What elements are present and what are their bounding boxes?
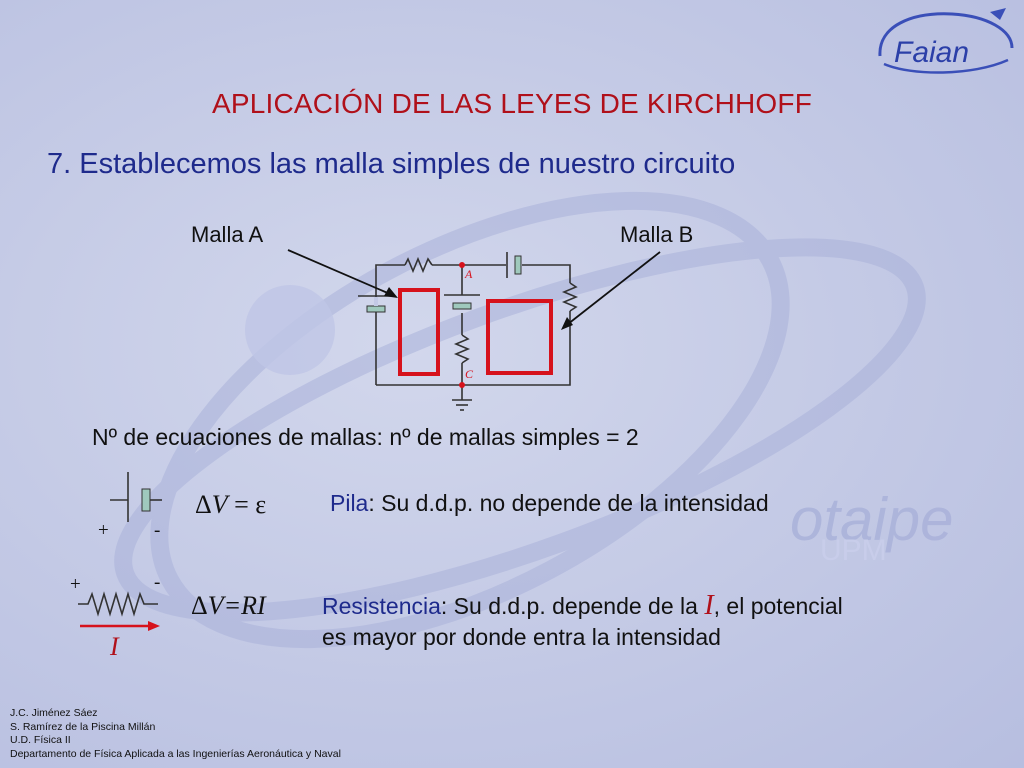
pila-description: Pila: Su d.d.p. no depende de la intensi… xyxy=(330,490,769,516)
pila-keyword: Pila xyxy=(330,490,369,516)
malla-a-label: Malla A xyxy=(191,222,264,247)
author-credits: J.C. Jiménez Sáez S. Ramírez de la Pisci… xyxy=(10,707,341,761)
slide-title: APLICACIÓN DE LAS LEYES DE KIRCHHOFF xyxy=(211,88,812,119)
resistencia-keyword: Resistencia xyxy=(322,593,441,619)
battery-symbol xyxy=(110,472,162,522)
node-c-dot xyxy=(459,382,465,388)
pila-minus-sign: - xyxy=(154,520,161,541)
resistencia-description-line2: es mayor por donde entra la intensidad xyxy=(322,624,721,650)
node-c-label: C xyxy=(465,367,474,381)
pila-plus-sign: + xyxy=(98,520,109,541)
current-label: I xyxy=(110,632,119,661)
faian-logo: Faian xyxy=(878,8,1014,74)
resistencia-description-line1: Resistencia: Su d.d.p. depende de la I, … xyxy=(322,590,843,621)
circuit-diagram: A C xyxy=(358,252,579,411)
mesh-b xyxy=(486,299,553,375)
pila-formula: ΔV = ε xyxy=(195,490,267,519)
credit-line: U.D. Física II xyxy=(10,734,71,746)
malla-b-label: Malla B xyxy=(620,222,694,247)
mesh-equations-count: Nº de ecuaciones de mallas: nº de mallas… xyxy=(92,424,639,450)
logo-text: Faian xyxy=(894,36,969,69)
node-a-label: A xyxy=(464,267,473,281)
resistor-symbol xyxy=(78,591,160,631)
watermark-sub: UPM xyxy=(820,534,887,567)
credit-line: J.C. Jiménez Sáez xyxy=(10,707,98,719)
resistor-formula: ΔV=RI xyxy=(191,591,266,620)
slide-subtitle: 7. Establecemos las malla simples de nue… xyxy=(47,148,736,180)
credit-line: S. Ramírez de la Piscina Millán xyxy=(10,720,156,733)
mesh-a xyxy=(398,288,440,376)
credit-line: Departamento de Física Aplicada a las In… xyxy=(10,747,341,760)
node-a-dot xyxy=(459,262,465,268)
res-minus-sign: - xyxy=(154,572,161,593)
watermark-text: otaipe xyxy=(790,486,953,553)
res-plus-sign: + xyxy=(70,574,81,595)
